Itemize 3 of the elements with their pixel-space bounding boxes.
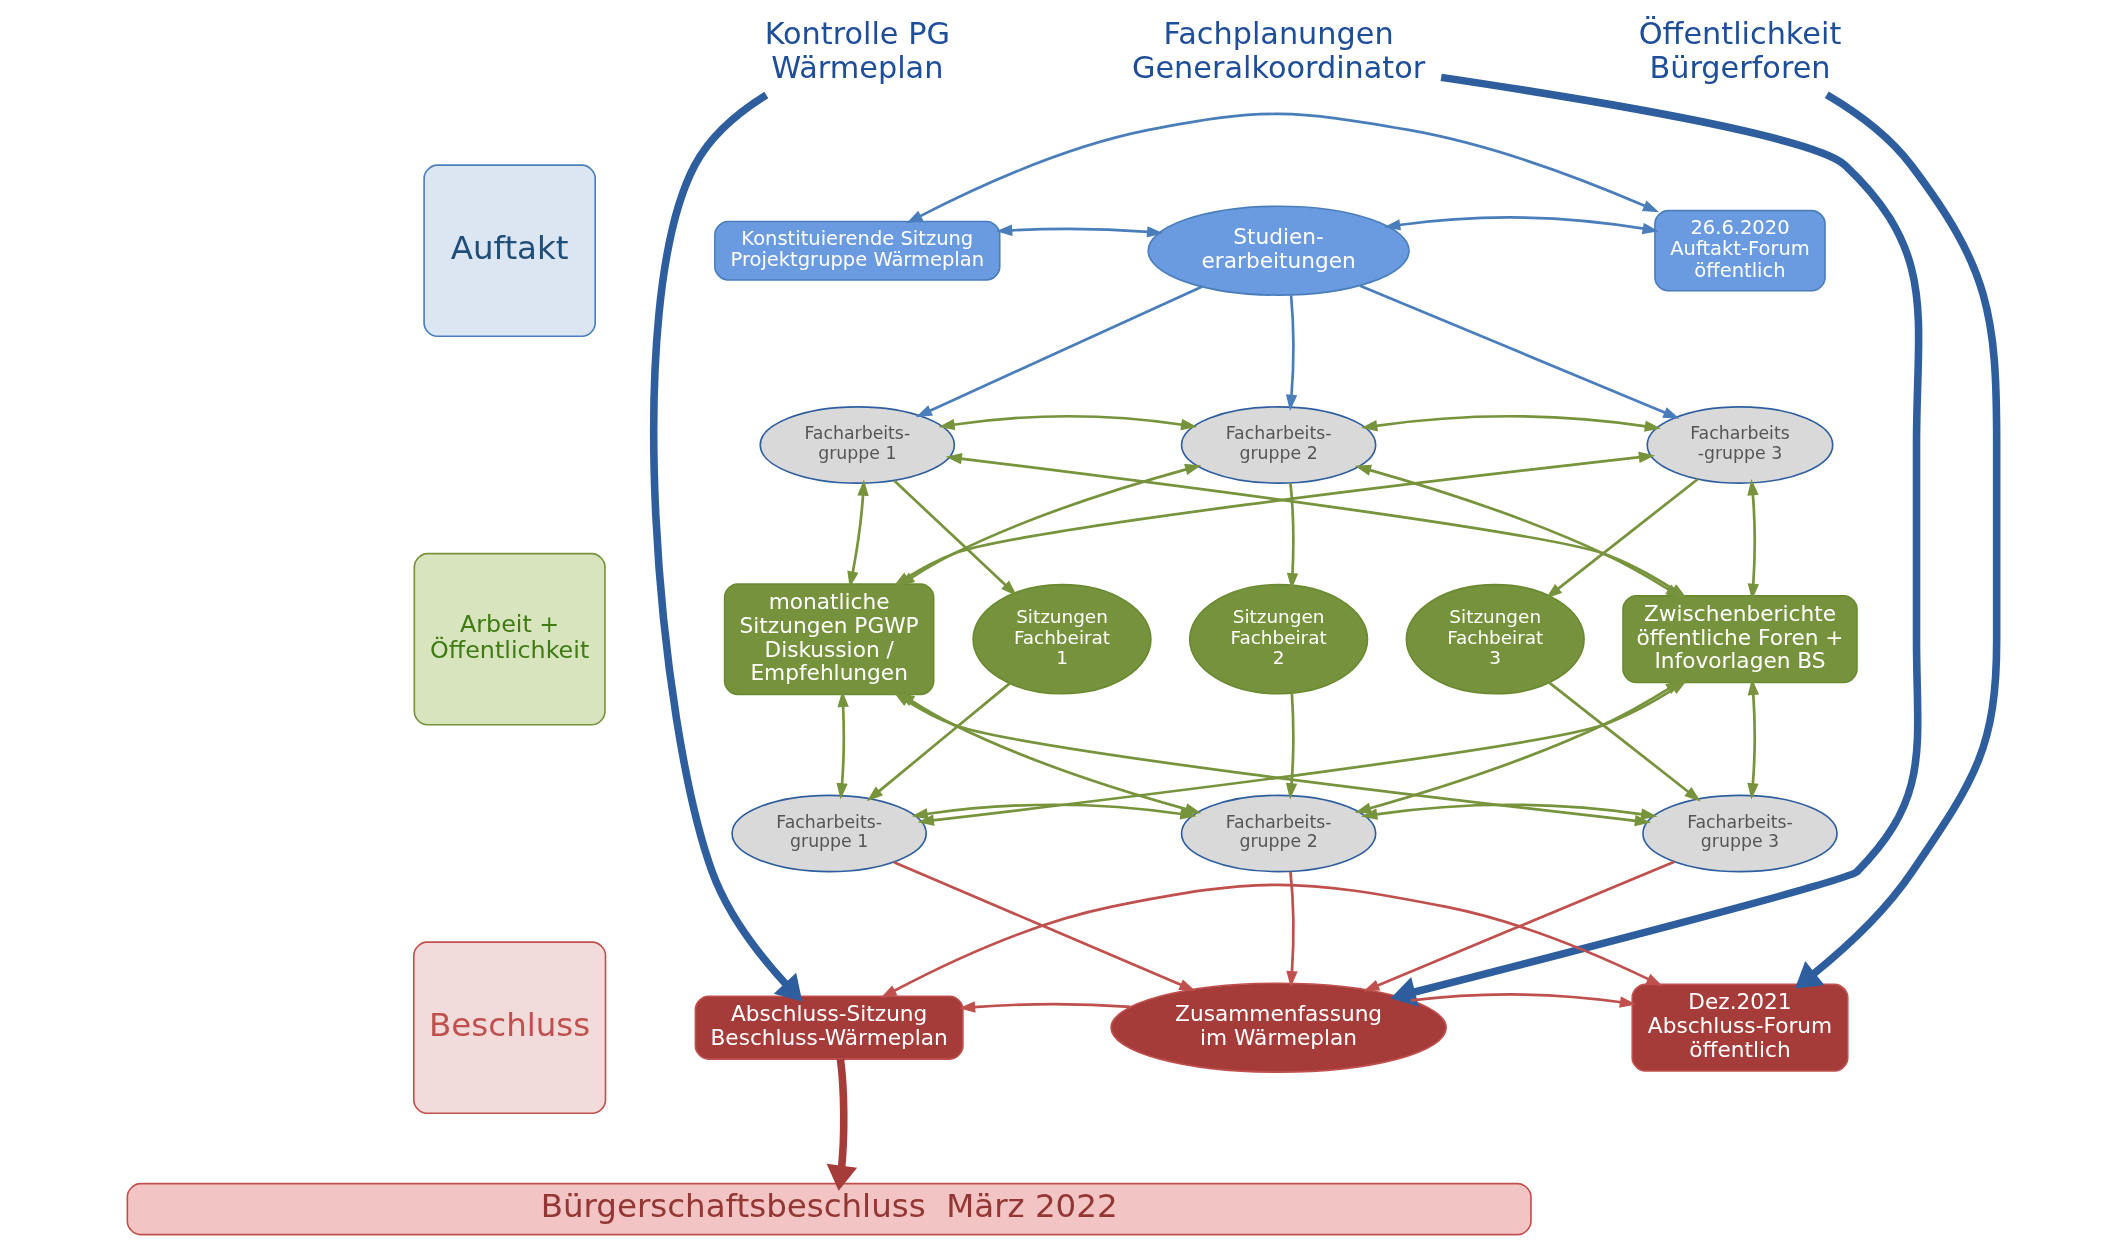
node-text: Fachplanungen Generalkoordinator [1131,16,1425,85]
node-text: Kontrolle PG Wärmeplan [764,16,950,85]
node-text: Öffentlichkeit Bürgerforen [1638,16,1841,85]
